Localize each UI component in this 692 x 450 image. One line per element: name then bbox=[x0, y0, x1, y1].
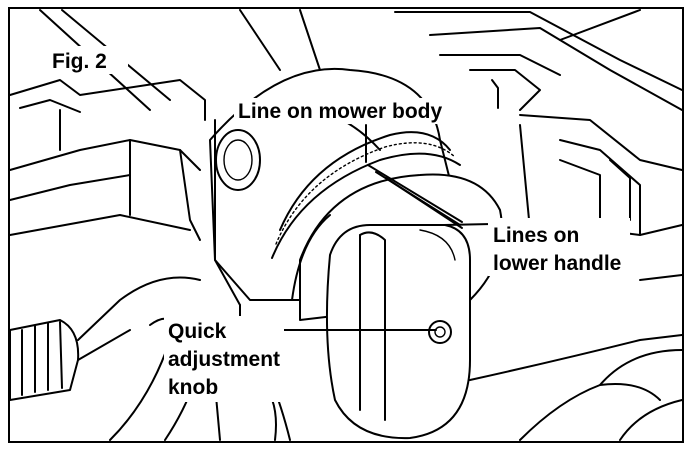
figure-label: Fig. 2 bbox=[52, 50, 107, 73]
callout-lower-handle-lines-2: lower handle bbox=[493, 252, 621, 275]
callout-knob-2: adjustment bbox=[168, 348, 280, 371]
callout-knob-1: Quick bbox=[168, 320, 227, 343]
callout-lower-handle-lines-1: Lines on bbox=[493, 224, 579, 247]
line-art bbox=[9, 9, 683, 441]
callout-knob-3: knob bbox=[168, 376, 218, 399]
callout-mower-body-line: Line on mower body bbox=[238, 100, 442, 123]
